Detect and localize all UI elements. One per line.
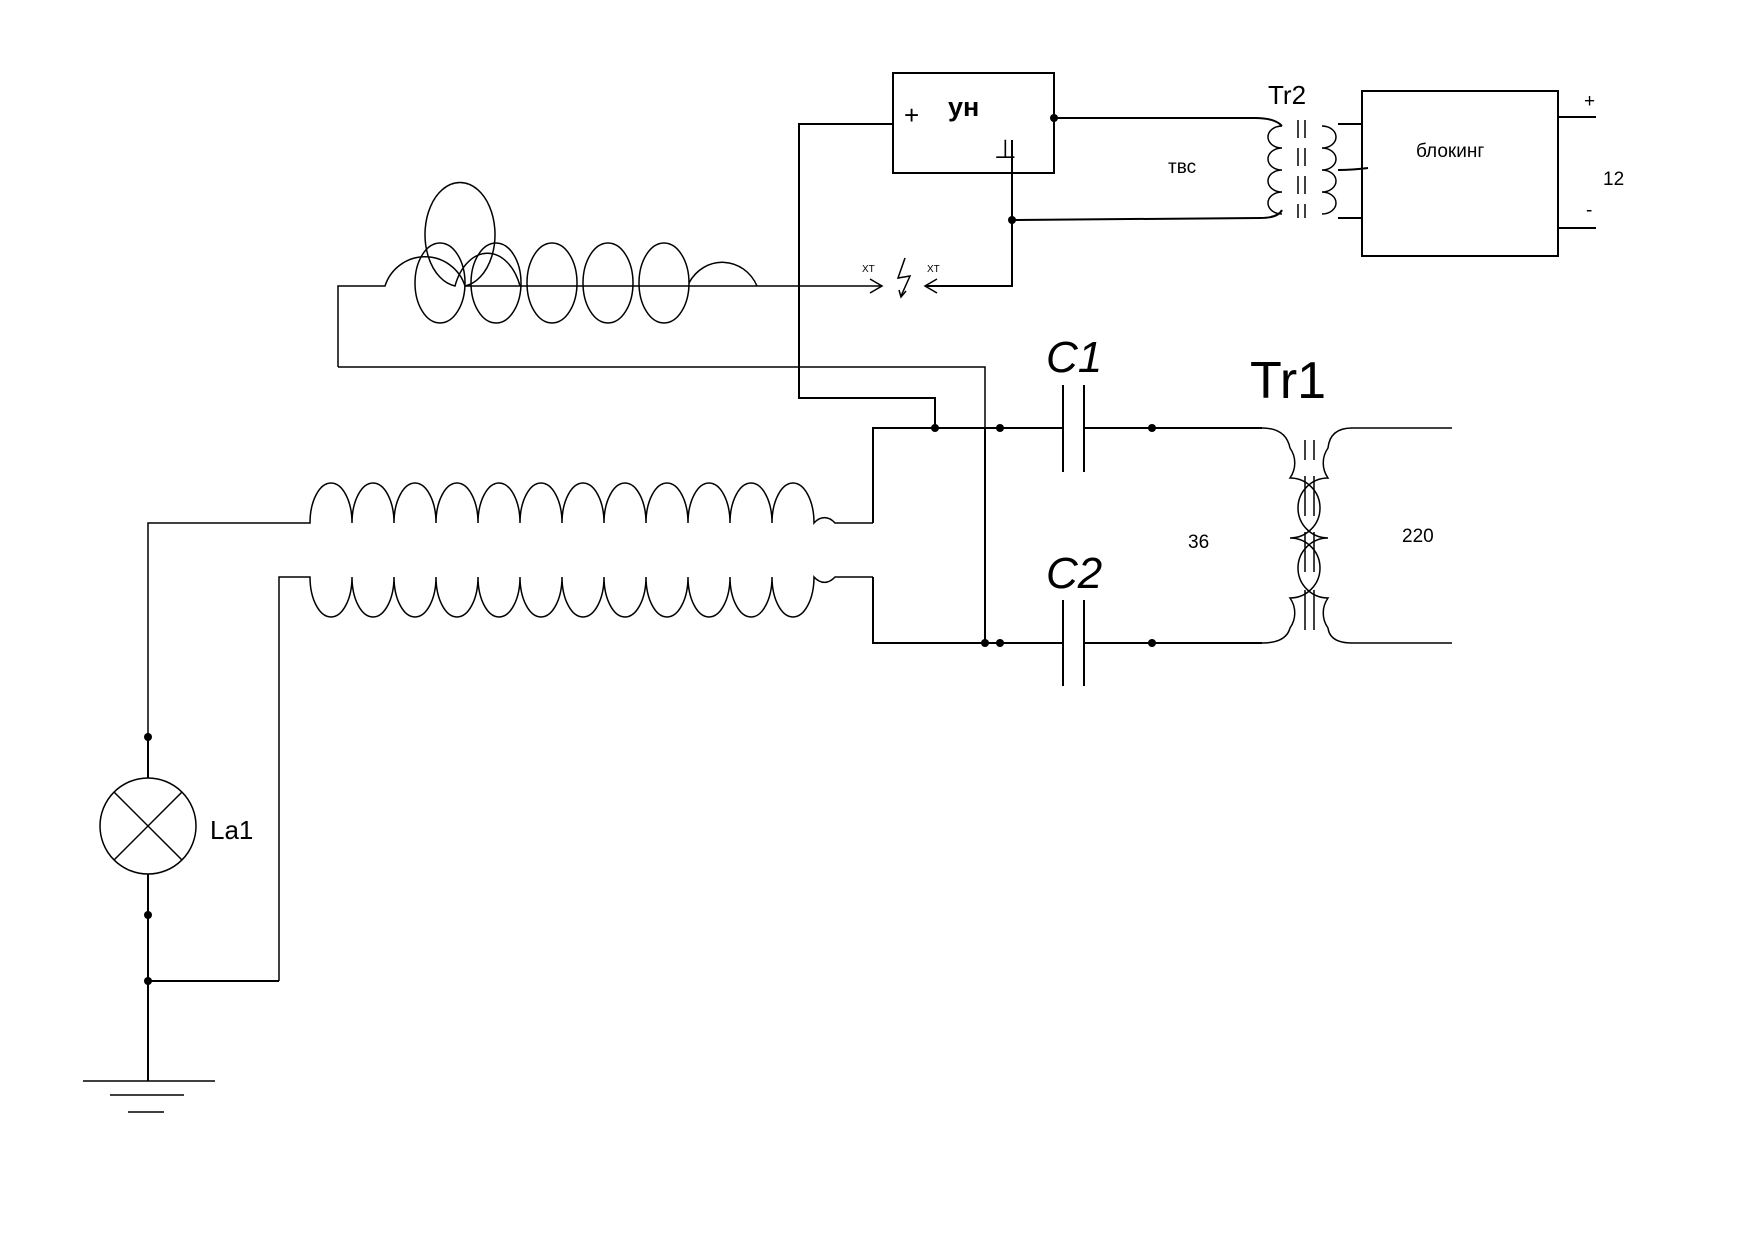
ballast-choke-top-winding [147, 482, 873, 737]
voltage-multiplier-plus-label: + [904, 100, 919, 130]
ignition-coil-loop-c [526, 242, 578, 324]
voltage-multiplier-ground-label: ⊥ [994, 134, 1017, 164]
ignition-coil-loop-e [638, 242, 690, 324]
wire-un-to-tr2-top [1054, 117, 1283, 127]
voltage-multiplier-block: ун + ⊥ [892, 72, 1055, 174]
capacitor-c1-label: C1 [1046, 333, 1102, 382]
ballast-choke-top [147, 482, 873, 737]
blocking-oscillator-label: блокинг [1416, 141, 1484, 162]
tr1-primary-winding [1261, 427, 1321, 644]
spark-gap-left-label: XT [862, 264, 875, 275]
capacitor-c2: C2 [1046, 549, 1102, 686]
ignition-coil-loop-d [582, 242, 634, 324]
supply-plus-label: + [1584, 91, 1595, 112]
ignition-coil-lead [337, 256, 753, 367]
lamp-label: La1 [210, 815, 253, 845]
spark-gap: XT XT [753, 257, 940, 299]
blocking-oscillator-box [1361, 90, 1559, 257]
ignition-coil-return-wire [338, 366, 986, 428]
blocking-oscillator-block: блокинг + 12 - [1361, 90, 1624, 257]
capacitor-c2-label: C2 [1046, 549, 1102, 598]
ignition-coil-loop-a [414, 242, 466, 324]
tr2-label: Tr2 [1268, 80, 1306, 110]
lamp-la1: La1 [99, 737, 253, 981]
ground-icon [83, 981, 215, 1113]
ignition-coil [337, 181, 986, 428]
voltage-multiplier-label: ун [948, 92, 979, 122]
supply-minus-label: - [1586, 200, 1592, 221]
ignition-coil-end-arc [688, 261, 758, 287]
transformer-tr1: Tr1 36 220 [1188, 352, 1452, 644]
wire-top-bus [872, 427, 1063, 523]
spark-gap-left-arrow [869, 278, 884, 294]
primary-voltage-label: 36 [1188, 532, 1209, 553]
capacitor-c1: C1 [1046, 333, 1102, 472]
tr2-secondary-winding [1321, 125, 1337, 215]
spark-gap-right-arrow [923, 278, 938, 294]
tvs-label: твс [1168, 157, 1196, 178]
tr1-label: Tr1 [1250, 352, 1326, 410]
tr1-secondary-winding [1297, 427, 1452, 644]
supply-voltage-label: 12 [1603, 169, 1624, 190]
ballast-choke-bottom-winding [278, 575, 873, 981]
secondary-voltage-label: 220 [1402, 526, 1434, 547]
wire-ground-to-spark-gap [926, 220, 1013, 287]
ballast-choke-bottom [278, 575, 873, 981]
wire-un-ground-to-tr2-bottom [1011, 140, 1283, 222]
transformer-tr2: Tr2 твс [1168, 80, 1337, 218]
ignition-coil-loop-b [470, 242, 522, 324]
wire-bottom-bus [872, 577, 1063, 644]
spark-gap-right-label: XT [927, 264, 940, 275]
tr2-primary-winding [1267, 125, 1283, 215]
wire-un-plus-to-bus [798, 123, 936, 428]
spark-icon [896, 257, 912, 297]
junction-dots [144, 114, 1156, 985]
ignition-coil-loop-1 [424, 181, 521, 287]
